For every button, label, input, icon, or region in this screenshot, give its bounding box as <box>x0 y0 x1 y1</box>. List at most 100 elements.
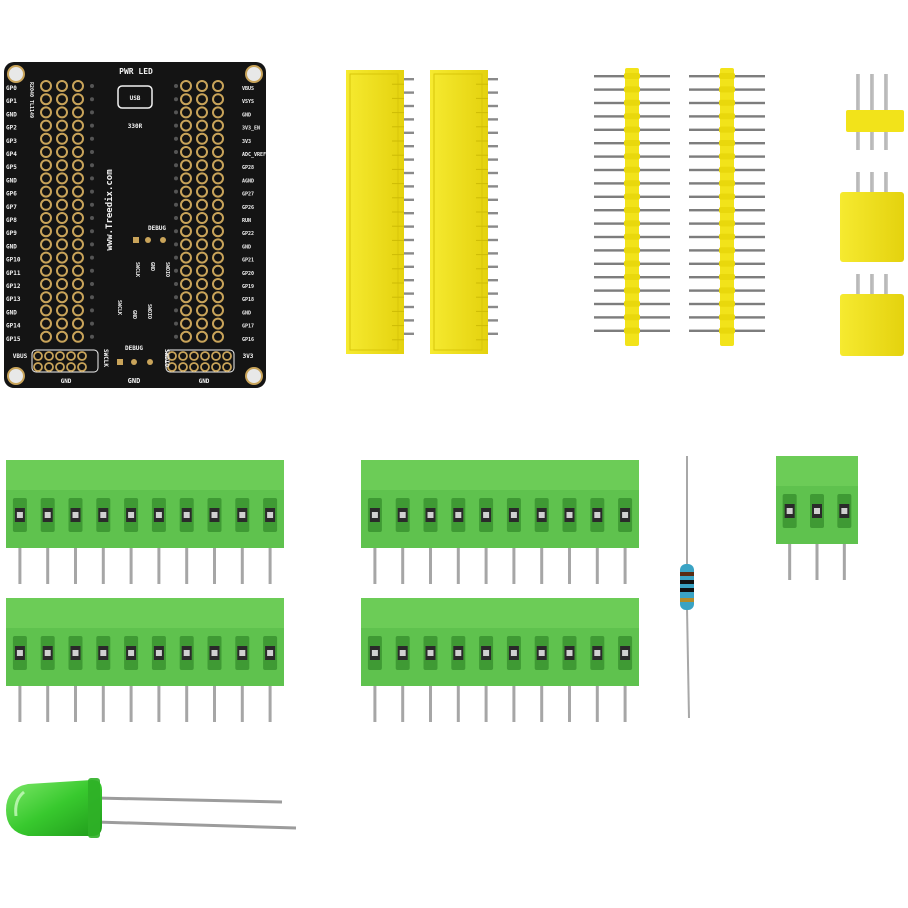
pcb-left-pin-label: GND <box>6 177 17 184</box>
male-header-bump <box>624 233 640 240</box>
terminal-screw-head <box>399 650 406 656</box>
male-header-bump <box>624 220 640 227</box>
pcb-pad <box>56 238 68 251</box>
male-header-bump <box>624 113 640 120</box>
pcb-pad <box>56 330 68 343</box>
pcb-pad <box>72 278 84 290</box>
terminal-screw-head <box>566 650 573 656</box>
terminal-pin <box>456 684 460 722</box>
short-female-header <box>840 274 904 356</box>
pcb-pad <box>56 291 68 304</box>
pcb-left-pin-label: GP1 <box>6 98 17 105</box>
debug-top-pin-3: SWDIO <box>164 262 170 277</box>
pcb-pad <box>40 251 52 264</box>
pcb-pad <box>222 362 232 372</box>
pcb-pad <box>180 317 192 330</box>
pcb-left-pin-labels: GP0GP1GNDGP2GP3GP4GP5GNDGP6GP7GP8GP9GNDG… <box>6 85 21 343</box>
header-pin <box>486 279 498 282</box>
pcb-pad <box>180 185 192 198</box>
pcb-pad <box>212 119 224 132</box>
pcb-pad <box>212 330 224 343</box>
header-pin <box>884 274 888 296</box>
pcb-pad <box>180 225 192 238</box>
pcb-pad <box>196 251 208 264</box>
terminal-pin <box>373 546 377 584</box>
terminal-pin <box>18 546 22 584</box>
debug-pads-top <box>133 237 166 243</box>
pcb-pad <box>40 304 52 317</box>
header-pin <box>486 225 498 228</box>
pcb-pad <box>72 119 84 132</box>
pcb-right-pin-label: GND <box>242 112 251 118</box>
pcb-via <box>174 216 178 220</box>
short-header-plastic <box>846 110 904 132</box>
screw-terminal-block <box>776 456 858 580</box>
male-header-bump <box>719 126 735 133</box>
pcb-right-pin-label: RUN <box>242 218 251 224</box>
pcb-pad <box>40 172 52 185</box>
header-pin <box>402 171 414 175</box>
terminal-pin <box>373 684 377 722</box>
bottom-3v3: 3V3 <box>243 353 254 360</box>
pcb-pad <box>200 362 210 372</box>
terminal-pin <box>157 684 161 722</box>
pcb-left-pin-label: GP7 <box>6 204 17 211</box>
male-header-bump <box>719 99 735 106</box>
pcb-pad <box>196 264 208 277</box>
pcb-pad <box>180 119 192 132</box>
header-pin <box>486 171 498 175</box>
pcb-via <box>90 202 94 207</box>
pcb-pad <box>56 304 68 317</box>
pcb-via <box>174 123 178 128</box>
pcb-left-pin-label: GP6 <box>6 191 17 198</box>
short-male-header <box>846 74 904 150</box>
short-header-body <box>840 294 904 356</box>
header-pin <box>486 252 498 255</box>
header-pin <box>884 172 888 194</box>
pcb-pad <box>212 198 224 211</box>
terminal-pin <box>240 684 244 722</box>
pcb-pad <box>167 362 177 372</box>
terminal-screw-head <box>100 512 107 518</box>
pcb-pad <box>196 80 208 92</box>
pcb-pad <box>180 291 192 304</box>
terminal-pin <box>512 684 516 722</box>
pcb-pad <box>212 317 224 330</box>
pcb-via <box>90 189 94 194</box>
pcb-via <box>90 255 94 260</box>
pcb-pad <box>66 351 76 361</box>
header-pin <box>486 104 498 108</box>
pcb-pad <box>33 351 43 361</box>
pcb-pad <box>196 119 208 132</box>
resistor-band-2 <box>680 580 694 584</box>
pcb-pad <box>180 278 192 290</box>
pcb-via <box>90 176 94 181</box>
header-pin <box>486 292 498 295</box>
male-header-bump <box>624 73 640 79</box>
pcb-pad <box>56 278 68 290</box>
header-pin <box>856 274 860 296</box>
pcb-left-pin-label: GND <box>6 111 17 118</box>
pcb-pad <box>56 159 68 172</box>
terminal-top <box>361 598 639 628</box>
header-pin <box>486 332 498 335</box>
male-header-bump <box>719 140 735 146</box>
pcb-pad <box>77 351 87 361</box>
pcb-right-pin-label: AGND <box>242 178 254 184</box>
pcb-left-pin-label: GP8 <box>6 217 17 224</box>
pcb-via <box>174 163 178 168</box>
pcb-pad <box>56 119 68 132</box>
pcb-via <box>174 268 178 273</box>
bottom-gnd-left: GND <box>61 378 72 385</box>
male-header-bump <box>624 99 640 106</box>
pcb-pad <box>180 159 192 172</box>
pcb-via <box>90 295 94 300</box>
terminal-pin <box>429 546 432 584</box>
terminal-pin <box>540 684 544 722</box>
pcb-via <box>90 216 94 220</box>
pcb-pad <box>212 80 224 92</box>
debug-mid-pin-2: GND <box>131 310 137 319</box>
terminal-pin <box>788 542 792 580</box>
pcb-pad <box>180 198 192 211</box>
